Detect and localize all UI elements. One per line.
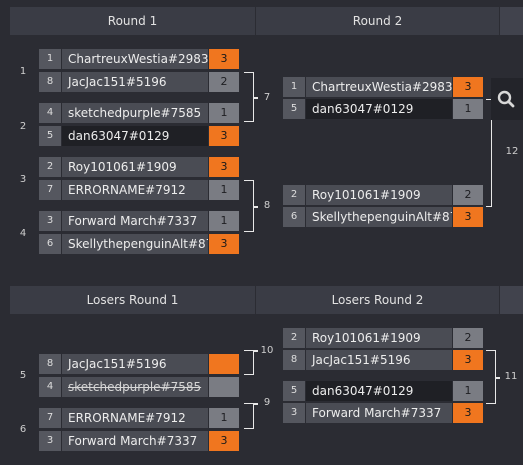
round-2-header: Round 2 xyxy=(352,14,403,28)
score-cell: 3 xyxy=(209,126,239,146)
seed-number: 1 xyxy=(39,49,61,69)
match-number: 9 xyxy=(263,397,271,408)
losers-round-header: Losers Round 1 Losers Round 2 xyxy=(10,286,523,314)
score-cell: 3 xyxy=(453,207,483,227)
seed-number: 7 xyxy=(39,180,61,200)
player-name: dan63047#0129 xyxy=(306,99,452,119)
bracket-connector xyxy=(253,97,258,99)
player-name: ERRORNAME#7912 xyxy=(62,408,208,428)
player-name: JacJac151#5196 xyxy=(62,72,208,92)
player-name: Forward March#7337 xyxy=(62,431,208,451)
seed-number: 8 xyxy=(39,72,61,92)
header-divider xyxy=(255,7,256,35)
player-name: ERRORNAME#7912 xyxy=(62,180,208,200)
match-number: 2 xyxy=(19,121,27,132)
score-cell: 2 xyxy=(453,328,483,348)
score-cell: 1 xyxy=(209,408,239,428)
match-number: 10 xyxy=(260,345,274,356)
player-name: SkellythepenguinAlt#8795 xyxy=(62,234,208,254)
match-number: 11 xyxy=(504,371,518,382)
match-number: 8 xyxy=(263,200,271,211)
round-3-header xyxy=(500,7,523,35)
seed-number: 5 xyxy=(283,99,305,119)
score-cell: 3 xyxy=(209,431,239,451)
match-number: 4 xyxy=(19,228,27,239)
match-number: 6 xyxy=(19,424,27,435)
seed-number: 6 xyxy=(39,234,61,254)
player-name: ChartreuxWestia#2983 xyxy=(62,49,208,69)
score-cell: 3 xyxy=(453,403,483,423)
score-cell: 3 xyxy=(453,77,483,97)
header-divider xyxy=(499,286,500,314)
seed-number: 2 xyxy=(283,328,305,348)
player-name: dan63047#0129 xyxy=(62,126,208,146)
score-cell: 2 xyxy=(209,72,239,92)
player-name: Roy101061#1909 xyxy=(306,185,452,205)
seed-number: 5 xyxy=(283,381,305,401)
player-name: JacJac151#5196 xyxy=(62,354,208,374)
losers-round-1-header: Losers Round 1 xyxy=(86,293,179,307)
player-name: ChartreuxWestia#2983 xyxy=(306,77,452,97)
score-cell: 1 xyxy=(453,99,483,119)
score-cell xyxy=(209,354,239,374)
bracket-connector xyxy=(253,206,258,208)
score-cell: 2 xyxy=(453,185,483,205)
player-name: sketchedpurple#7585 xyxy=(62,377,208,397)
score-cell xyxy=(209,377,239,397)
seed-number: 4 xyxy=(39,103,61,123)
bracket-connector xyxy=(253,403,258,405)
bracket-connector xyxy=(244,350,254,375)
seed-number: 6 xyxy=(283,207,305,227)
search-icon xyxy=(497,90,515,108)
player-name: SkellythepenguinAlt#8795 xyxy=(306,207,452,227)
search-button[interactable] xyxy=(491,78,523,120)
bracket-connector xyxy=(486,99,492,207)
score-cell: 1 xyxy=(209,103,239,123)
match-number: 7 xyxy=(263,92,271,103)
player-name: Roy101061#1909 xyxy=(306,328,452,348)
player-name: sketchedpurple#7585 xyxy=(62,103,208,123)
seed-number: 1 xyxy=(283,77,305,97)
player-name: JacJac151#5196 xyxy=(306,350,452,370)
score-cell: 3 xyxy=(209,49,239,69)
round-1-header: Round 1 xyxy=(107,14,158,28)
seed-number: 8 xyxy=(39,354,61,374)
player-name: Roy101061#1909 xyxy=(62,157,208,177)
seed-number: 2 xyxy=(283,185,305,205)
seed-number: 3 xyxy=(39,211,61,231)
seed-number: 3 xyxy=(283,403,305,423)
match-number: 5 xyxy=(19,370,27,381)
match-number: 3 xyxy=(19,174,27,185)
score-cell: 1 xyxy=(209,211,239,231)
player-name: Forward March#7337 xyxy=(62,211,208,231)
match-number: 12 xyxy=(505,146,519,157)
score-cell: 1 xyxy=(209,180,239,200)
seed-number: 4 xyxy=(39,377,61,397)
losers-round-2-header: Losers Round 2 xyxy=(331,293,424,307)
bracket-connector xyxy=(244,403,254,429)
score-cell: 3 xyxy=(453,350,483,370)
match-number: 1 xyxy=(19,66,27,77)
seed-number: 8 xyxy=(283,350,305,370)
seed-number: 3 xyxy=(39,431,61,451)
winners-round-header: Round 1 Round 2 xyxy=(10,7,523,35)
header-divider xyxy=(255,286,256,314)
bracket-connector xyxy=(253,350,258,352)
player-name: Forward March#7337 xyxy=(306,403,452,423)
player-name: dan63047#0129 xyxy=(306,381,452,401)
score-cell: 1 xyxy=(453,381,483,401)
header-divider xyxy=(499,7,500,35)
score-cell: 3 xyxy=(209,234,239,254)
seed-number: 5 xyxy=(39,126,61,146)
seed-number: 2 xyxy=(39,157,61,177)
seed-number: 7 xyxy=(39,408,61,428)
losers-round-3-header xyxy=(500,286,523,314)
bracket-connector xyxy=(495,377,500,379)
score-cell: 3 xyxy=(209,157,239,177)
